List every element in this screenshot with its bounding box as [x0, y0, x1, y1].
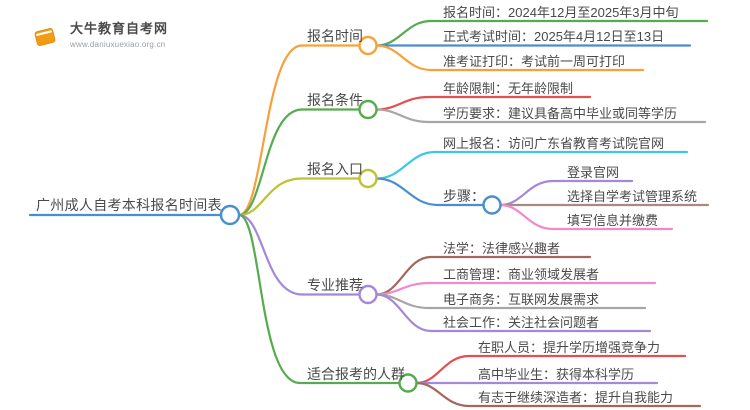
circle-signup-time[interactable] [358, 35, 378, 56]
leaf-exam-date[interactable]: 正式考试时间：2025年4月12日至13日 [443, 29, 665, 44]
leaf-signup-period[interactable]: 报名时间：2024年12月至2025年3月中旬 [443, 5, 679, 20]
edge-steps [375, 177, 485, 207]
edge-root-major-recommendation [237, 213, 361, 296]
leaf-ecommerce[interactable]: 电子商务：互联网发展需求 [443, 292, 600, 307]
logo-url: www.daniuxuexiao.org.cn [70, 40, 166, 49]
edge-step-fill-info-pay [499, 203, 674, 231]
leaf-step-fill-info-pay[interactable]: 填写信息并缴费 [567, 213, 659, 228]
leaf-business-admin[interactable]: 工商管理：商业领域发展者 [443, 267, 600, 282]
circle-signup-entrance[interactable] [358, 168, 378, 189]
leaf-hs-graduates[interactable]: 高中毕业生：获得本科学历 [478, 367, 635, 382]
leaf-further-study[interactable]: 有志于继续深造者：提升自我能力 [478, 390, 674, 405]
edge-social-work [375, 293, 652, 333]
edge-root-signup-entrance [237, 177, 361, 217]
leaf-step-login[interactable]: 登录官网 [567, 165, 620, 180]
edge-admission-ticket-print [375, 44, 645, 72]
branch-signup-time-label[interactable]: 报名时间 [307, 28, 363, 44]
circle-root[interactable] [219, 204, 241, 226]
leaf-education-requirement[interactable]: 学历要求：建议具备高中毕业或同等学历 [443, 106, 678, 121]
subbranch-steps-label[interactable]: 步骤： [443, 188, 485, 204]
leaf-admission-ticket-print[interactable]: 准考证打印：考试前一周可打印 [443, 54, 626, 69]
edge-online-signup [375, 150, 689, 180]
logo-title: 大牛教育自考网 [70, 21, 169, 36]
leaf-working-staff[interactable]: 在职人员：提升学历增强竞争力 [478, 340, 661, 355]
circle-suitable-applicants[interactable] [398, 373, 418, 393]
logo: 大牛教育自考网 www.daniuxuexiao.org.cn [28, 16, 168, 50]
leaf-social-work[interactable]: 社会工作：关注社会问题者 [443, 315, 600, 330]
leaf-online-signup[interactable]: 网上报名：访问广东省教育考试院官网 [443, 136, 665, 151]
edge-root-suitable-applicants [237, 213, 401, 385]
edge-root-signup-time [237, 44, 361, 217]
leaf-step-select-system[interactable]: 选择自学考试管理系统 [567, 189, 698, 204]
circle-major-recommendation[interactable] [358, 284, 378, 305]
edge-education-requirement [375, 108, 707, 124]
circle-signup-conditions[interactable] [358, 99, 378, 120]
root-node-label[interactable]: 广州成人自考本科报名时间表 [36, 197, 222, 213]
leaf-law[interactable]: 法学：法律感兴趣者 [443, 241, 561, 256]
branch-signup-entrance-label[interactable]: 报名入口 [307, 161, 363, 177]
leaf-age-limit[interactable]: 年龄限制：无年龄限制 [443, 81, 574, 96]
branch-suitable-applicants-label[interactable]: 适合报考的人群 [307, 366, 405, 382]
branch-major-recommendation-label[interactable]: 专业推荐 [307, 277, 363, 293]
circle-steps[interactable] [482, 195, 502, 215]
branch-signup-conditions-label[interactable]: 报名条件 [307, 92, 363, 108]
edge-further-study [415, 381, 702, 408]
edge-root-signup-conditions [237, 108, 361, 217]
book-sunburst-icon [29, 16, 60, 46]
